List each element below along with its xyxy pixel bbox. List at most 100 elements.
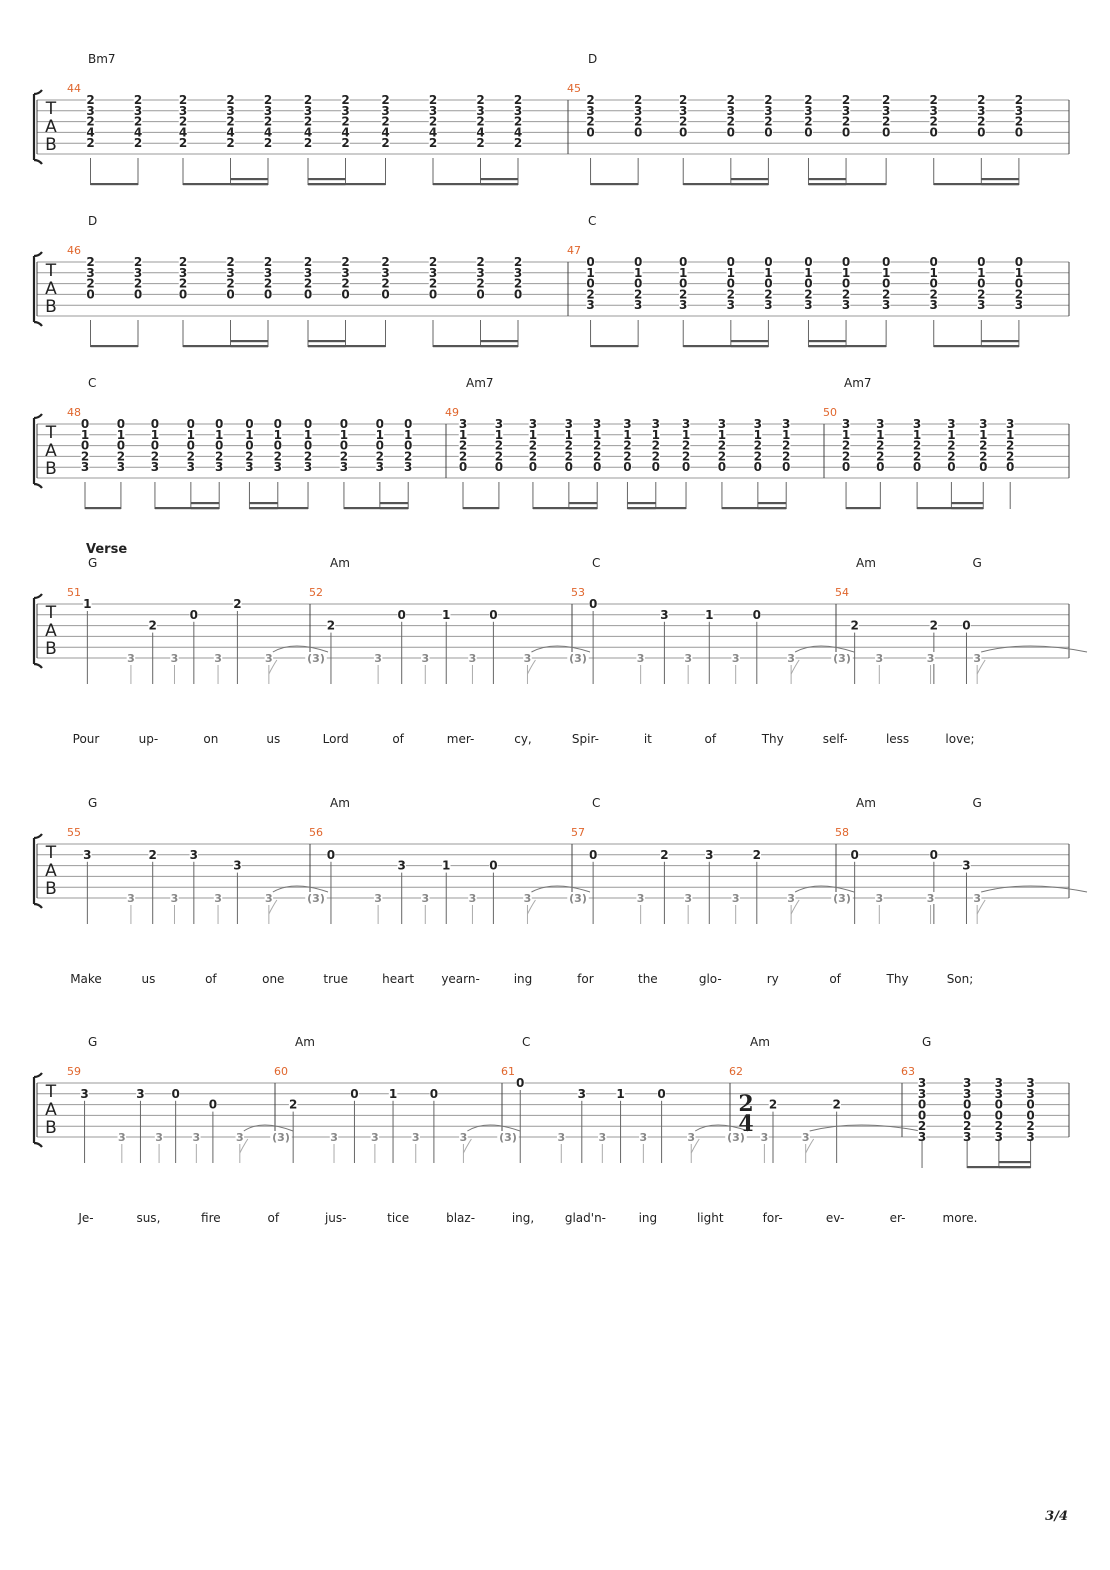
fret-number: 3: [876, 417, 884, 431]
beam: [230, 345, 268, 348]
fret-bg: [588, 848, 598, 861]
fret-number: 1: [979, 428, 987, 442]
fret-number: 0: [529, 460, 537, 474]
fret-bg: [875, 652, 884, 664]
lyric-syllable: Pour: [73, 732, 100, 746]
fret-number: 0: [963, 1108, 971, 1122]
fret-bg: [373, 892, 383, 904]
melody-fret: 0: [516, 1076, 524, 1090]
fret-bg: [86, 94, 95, 106]
fret-number: 0: [918, 1108, 926, 1122]
fret-bg: [717, 439, 727, 452]
fret-bg: [681, 418, 691, 430]
chord-name: Am: [856, 796, 876, 810]
fret-number: 3: [1026, 1130, 1034, 1144]
staff-bracket: [32, 593, 43, 669]
bass-fret: 3: [421, 652, 429, 665]
fret-number: 1: [682, 428, 690, 442]
fret-number: 0: [930, 277, 938, 291]
fret-bg: [841, 288, 851, 301]
beam: [627, 502, 656, 505]
fret-bg: [171, 1087, 180, 1100]
fret-number: 0: [245, 439, 253, 453]
beam: [683, 183, 769, 186]
fret-number: 3: [930, 298, 938, 312]
fret-number: 2: [179, 277, 187, 291]
melody-fret: 0: [589, 597, 597, 611]
fret-number: 2: [634, 115, 642, 129]
fret-bg: [428, 256, 438, 268]
beam: [998, 1166, 1031, 1169]
fret-number: 0: [1015, 125, 1023, 139]
fret-number: 2: [876, 439, 884, 453]
fret-number: 1: [404, 428, 412, 442]
fret-bg: [977, 115, 986, 128]
melody-fret: 1: [83, 597, 91, 611]
fret-bg: [651, 418, 661, 430]
fret-bg: [623, 461, 632, 474]
fret-number: 3: [459, 417, 467, 431]
fret-bg: [458, 461, 468, 474]
fret-number: 0: [404, 439, 412, 453]
fret-bg: [303, 439, 313, 452]
tab-clef-letter: T: [45, 99, 57, 119]
fret-number: 2: [682, 449, 690, 463]
fret-number: 2: [86, 115, 94, 129]
lyric-syllable: ev-: [826, 1211, 845, 1225]
fret-bg: [83, 598, 92, 610]
melody-fret: 3: [962, 859, 970, 873]
fret-bg: [686, 1131, 696, 1143]
fret-bg: [804, 104, 813, 117]
fret-number: 2: [977, 287, 985, 301]
fret-bg: [678, 266, 688, 279]
lyric-syllable: jus-: [324, 1211, 347, 1225]
fret-number: 3: [947, 417, 955, 431]
fret-number: 0: [727, 277, 735, 291]
chord-name: G: [922, 1035, 931, 1049]
fret-number: 2: [86, 277, 94, 291]
fret-bg: [781, 418, 791, 430]
tie-arc: [467, 1124, 521, 1132]
tie-arc: [694, 1124, 749, 1132]
fret-bg: [178, 288, 188, 301]
fret-bg: [977, 288, 986, 301]
fret-bg: [226, 94, 235, 106]
measure-number: 48: [67, 406, 81, 419]
chord-name: D: [588, 52, 597, 66]
fret-number: 0: [1015, 255, 1023, 269]
fret-bg: [979, 461, 988, 474]
fret-bg: [586, 104, 595, 117]
fret-bg: [133, 115, 143, 128]
fret-bg: [633, 288, 643, 301]
fret-bg: [375, 461, 385, 474]
fret-bg: [623, 439, 632, 452]
fret-bg: [592, 461, 602, 474]
fret-number: 2: [134, 93, 142, 107]
fret-bg: [350, 1087, 359, 1100]
fret-number: 3: [679, 298, 687, 312]
fret-number: 1: [652, 428, 660, 442]
flag: [462, 1138, 472, 1154]
measure-number: 55: [67, 826, 81, 839]
bass-fret: 3: [171, 652, 179, 665]
fret-number: 1: [1006, 428, 1014, 442]
fret-bg: [881, 126, 891, 139]
fret-bg: [80, 439, 90, 452]
lyric-syllable: one: [262, 972, 284, 986]
fret-bg: [329, 1131, 339, 1143]
fret-bg: [947, 439, 956, 452]
fret-bg: [528, 418, 538, 430]
fret-bg: [178, 137, 188, 150]
tie-arc: [794, 885, 855, 893]
bass-fret: 3: [732, 652, 740, 665]
fret-number: 0: [151, 417, 159, 431]
fret-bg: [341, 137, 350, 150]
fret-number: 2: [187, 449, 195, 463]
fret-number: 2: [304, 93, 312, 107]
measure-number: 58: [835, 826, 849, 839]
fret-number: 1: [679, 266, 687, 280]
fret-number: 0: [634, 277, 642, 291]
tab-clef-letter: T: [45, 261, 57, 281]
fret-number: 0: [977, 277, 985, 291]
fret-number: 3: [995, 1130, 1003, 1144]
